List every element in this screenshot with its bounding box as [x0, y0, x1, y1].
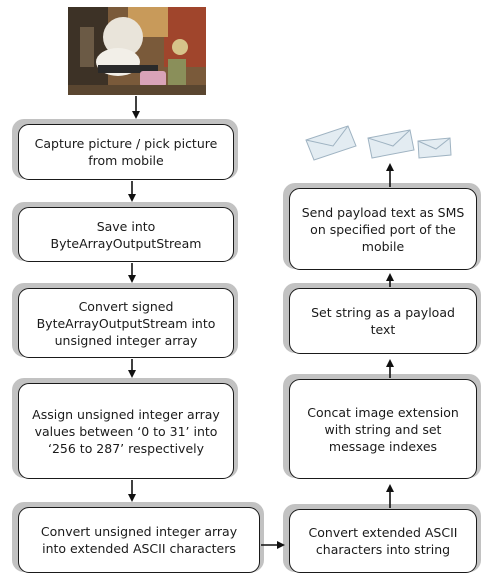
step-convert-unsigned: Convert signed ByteArrayOutputStream int… [18, 288, 234, 358]
envelope-icon [367, 129, 415, 159]
step-concat-extension: Concat image extension with string and s… [289, 379, 477, 479]
step-ascii-to-string: Convert extended ASCII characters into s… [289, 509, 477, 573]
step-assign-values: Assign unsigned integer array values bet… [18, 383, 234, 479]
step-convert-ascii: Convert unsigned integer array into exte… [18, 507, 260, 573]
step-label: Assign unsigned integer array values bet… [32, 406, 220, 456]
step-label: Convert signed ByteArrayOutputStream int… [36, 298, 216, 348]
step-label: Send payload text as SMS on specified po… [301, 204, 465, 254]
step-set-payload: Set string as a payload text [289, 288, 477, 354]
step-label: Convert unsigned integer array into exte… [40, 524, 238, 556]
input-image [68, 7, 206, 95]
envelope-icon [305, 125, 357, 161]
step-label: Convert extended ASCII characters into s… [308, 525, 458, 557]
step-capture-picture: Capture picture / pick picture from mobi… [18, 124, 234, 180]
step-label: Set string as a payload text [311, 305, 455, 337]
photo-of-objects-icon [68, 7, 206, 95]
step-label: Save into ByteArrayOutputStream [50, 218, 202, 251]
envelope-icon [417, 137, 452, 159]
step-send-sms: Send payload text as SMS on specified po… [289, 188, 477, 270]
step-label: Concat image extension with string and s… [307, 404, 459, 454]
step-save-stream: Save into ByteArrayOutputStream [18, 207, 234, 262]
step-label: Capture picture / pick picture from mobi… [34, 136, 218, 168]
